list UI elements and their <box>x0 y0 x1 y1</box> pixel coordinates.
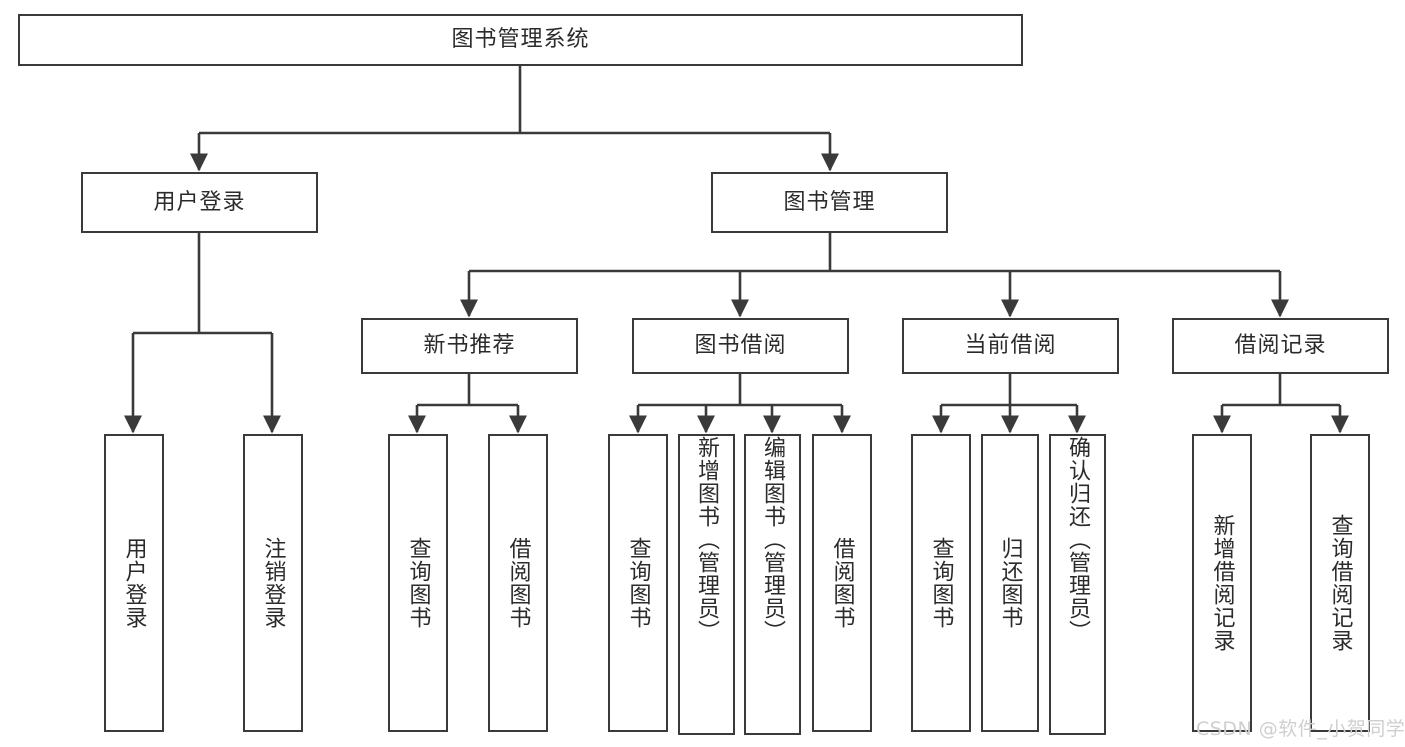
leaf-confirm-return-admin-label: 确认归还（管理员） <box>1065 436 1091 643</box>
leaf-borrow-book-borrow[interactable]: 借阅图书 <box>812 434 872 732</box>
node-root[interactable]: 图书管理系统 <box>18 14 1023 66</box>
leaf-return-book[interactable]: 归还图书 <box>981 434 1039 732</box>
node-user-login[interactable]: 用户登录 <box>81 172 318 233</box>
node-book-borrow[interactable]: 图书借阅 <box>632 318 849 374</box>
node-borrow-record[interactable]: 借阅记录 <box>1172 318 1389 374</box>
leaf-query-book-borrow[interactable]: 查询图书 <box>608 434 668 732</box>
leaf-query-borrow-record-label: 查询借阅记录 <box>1327 514 1353 652</box>
node-root-label: 图书管理系统 <box>451 27 590 52</box>
leaf-query-borrow-record[interactable]: 查询借阅记录 <box>1310 434 1370 732</box>
node-book-management[interactable]: 图书管理 <box>711 172 948 233</box>
leaf-user-login-label: 用户登录 <box>121 537 147 629</box>
leaf-query-book-current[interactable]: 查询图书 <box>911 434 971 732</box>
leaf-query-book-recommend-label: 查询图书 <box>405 537 431 629</box>
leaf-borrow-book-recommend-label: 借阅图书 <box>505 537 531 629</box>
leaf-confirm-return-admin[interactable]: 确认归还（管理员） <box>1049 434 1106 735</box>
leaf-query-book-borrow-label: 查询图书 <box>625 537 651 629</box>
node-new-book-recommend-label: 新书推荐 <box>423 333 516 358</box>
node-borrow-record-label: 借阅记录 <box>1234 333 1327 358</box>
leaf-add-book-admin[interactable]: 新增图书（管理员） <box>678 434 735 735</box>
leaf-borrow-book-recommend[interactable]: 借阅图书 <box>488 434 548 732</box>
leaf-query-book-recommend[interactable]: 查询图书 <box>388 434 448 732</box>
leaf-logout[interactable]: 注销登录 <box>243 434 303 732</box>
node-current-borrow-label: 当前借阅 <box>964 333 1057 358</box>
node-user-login-label: 用户登录 <box>153 189 246 215</box>
node-book-borrow-label: 图书借阅 <box>694 333 787 358</box>
leaf-edit-book-admin-label: 编辑图书（管理员） <box>760 436 786 643</box>
leaf-query-book-current-label: 查询图书 <box>928 537 954 629</box>
leaf-user-login[interactable]: 用户登录 <box>104 434 164 732</box>
leaf-borrow-book-borrow-label: 借阅图书 <box>829 537 855 629</box>
leaf-edit-book-admin[interactable]: 编辑图书（管理员） <box>744 434 801 735</box>
node-current-borrow[interactable]: 当前借阅 <box>902 318 1119 374</box>
leaf-return-book-label: 归还图书 <box>997 537 1023 629</box>
node-new-book-recommend[interactable]: 新书推荐 <box>361 318 578 374</box>
leaf-logout-label: 注销登录 <box>260 537 286 629</box>
leaf-add-book-admin-label: 新增图书（管理员） <box>694 436 720 643</box>
leaf-add-borrow-record[interactable]: 新增借阅记录 <box>1192 434 1252 732</box>
leaf-add-borrow-record-label: 新增借阅记录 <box>1209 514 1235 652</box>
node-book-management-label: 图书管理 <box>783 189 876 215</box>
